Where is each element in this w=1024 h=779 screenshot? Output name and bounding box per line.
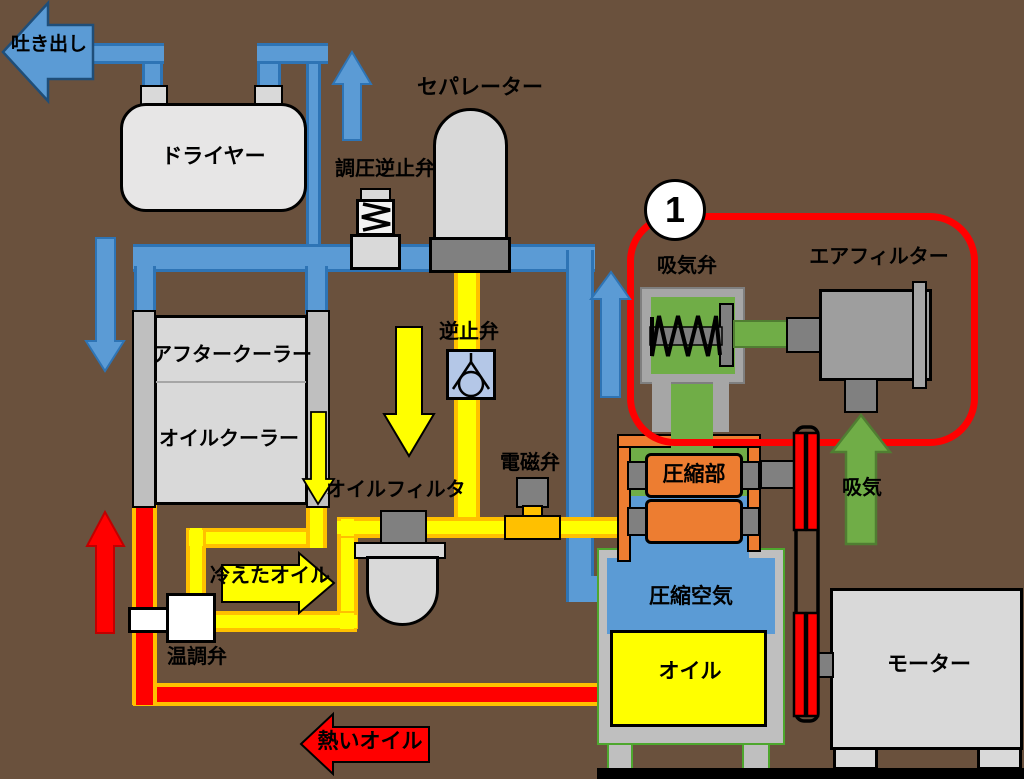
check-valve-body [446, 349, 496, 400]
intake-valve-pedestal-right [713, 380, 729, 432]
up-arrow-tank-riser-icon [589, 270, 632, 398]
drive-shaft [760, 460, 796, 489]
label-solenoid-valve: 電磁弁 [500, 452, 560, 474]
oil-filter-bowl [366, 556, 439, 626]
pipe-tank-riser [566, 250, 594, 602]
pipe-junction-patch [341, 519, 354, 536]
pipe-hot-oil-vertical [132, 505, 157, 705]
oil-filter-head [380, 510, 427, 545]
drive-belt [794, 425, 820, 723]
label-dryer: ドライヤー [161, 145, 266, 168]
tank-oil-volume [610, 630, 767, 727]
regulating-valve-body [350, 234, 401, 270]
label-oil: オイル [658, 660, 722, 683]
pipe-cooled-oil-upper [186, 528, 327, 548]
label-discharge: 吐き出し [10, 34, 87, 55]
down-arrow-oil-icon [382, 326, 436, 458]
motor-leg-right [977, 747, 1022, 770]
label-check-valve: 逆止弁 [439, 321, 499, 343]
motor-leg-left [833, 747, 878, 770]
cooler-body [154, 315, 308, 505]
label-intake-valve: 吸気弁 [657, 255, 717, 277]
step-number: 1 [664, 189, 686, 230]
separator-dome [433, 108, 508, 241]
step-marker: 1 [644, 179, 706, 241]
pipe-cooler-right-connector [305, 266, 328, 314]
compressor-frame-left [617, 434, 631, 562]
label-motor: モーター [887, 653, 971, 676]
pipe-hot-oil-horizontal [133, 683, 601, 706]
pipe-oil-riser [337, 517, 358, 629]
down-arrow-left-icon [84, 237, 126, 373]
separator-base [429, 237, 511, 273]
motor-body [830, 588, 1023, 750]
pulley-top-disc [805, 431, 820, 532]
dryer-body [120, 103, 307, 212]
motor-shaft [816, 652, 834, 678]
label-intake: 吸気 [842, 477, 882, 499]
pipe-to-thermo-valve [186, 528, 206, 600]
ground-bar [597, 768, 1024, 779]
regulating-valve-spring-box [356, 199, 395, 236]
label-separator: セパレーター [417, 76, 543, 99]
air-filter-port [844, 378, 878, 413]
pulley-bottom-disc [792, 611, 807, 718]
tank-air-space [607, 558, 775, 634]
pipe-junction-patch [340, 613, 354, 629]
compression-screw-2 [645, 499, 743, 544]
pipe-junction-patch [310, 530, 323, 546]
compression-screw-1 [645, 453, 743, 498]
label-compression-unit: 圧縮部 [662, 463, 726, 486]
label-cooled-oil: 冷えたオイル [210, 565, 330, 587]
label-hot-oil: 熱いオイル [317, 730, 423, 753]
label-oil-filter: オイルフィルタ [326, 479, 466, 501]
pipe-riser-elbow [569, 576, 600, 602]
up-arrow-hot-oil-icon [85, 509, 126, 634]
pipe-thermo-outlet-lower [215, 611, 357, 632]
pipe-discharge-horizontal [88, 43, 164, 64]
cooler-divider [156, 381, 306, 383]
label-air-filter: エアフィルター [809, 246, 949, 268]
cooler-left-column [132, 310, 156, 508]
thermo-valve-port [128, 607, 170, 633]
up-arrow-top-icon [331, 50, 373, 141]
label-oil-cooler: オイルクーラー [159, 428, 299, 450]
label-regulating-valve: 調圧逆止弁 [335, 158, 435, 180]
pipe-cooler-left-connector [134, 266, 156, 314]
thermo-valve-body [166, 593, 216, 643]
label-thermo-valve: 温調弁 [167, 646, 227, 668]
pipe-junction-patch [189, 530, 203, 546]
pipe-top-horizontal [257, 43, 328, 64]
pipe-corner-patch [136, 686, 153, 703]
label-aftercooler: アフタークーラー [152, 344, 312, 366]
solenoid-valve-base [504, 515, 561, 540]
label-compressed-air: 圧縮空気 [649, 585, 733, 608]
intake-valve-outlet-pipe [733, 320, 789, 348]
air-filter-flange [912, 281, 927, 389]
solenoid-valve-coil [516, 477, 549, 508]
